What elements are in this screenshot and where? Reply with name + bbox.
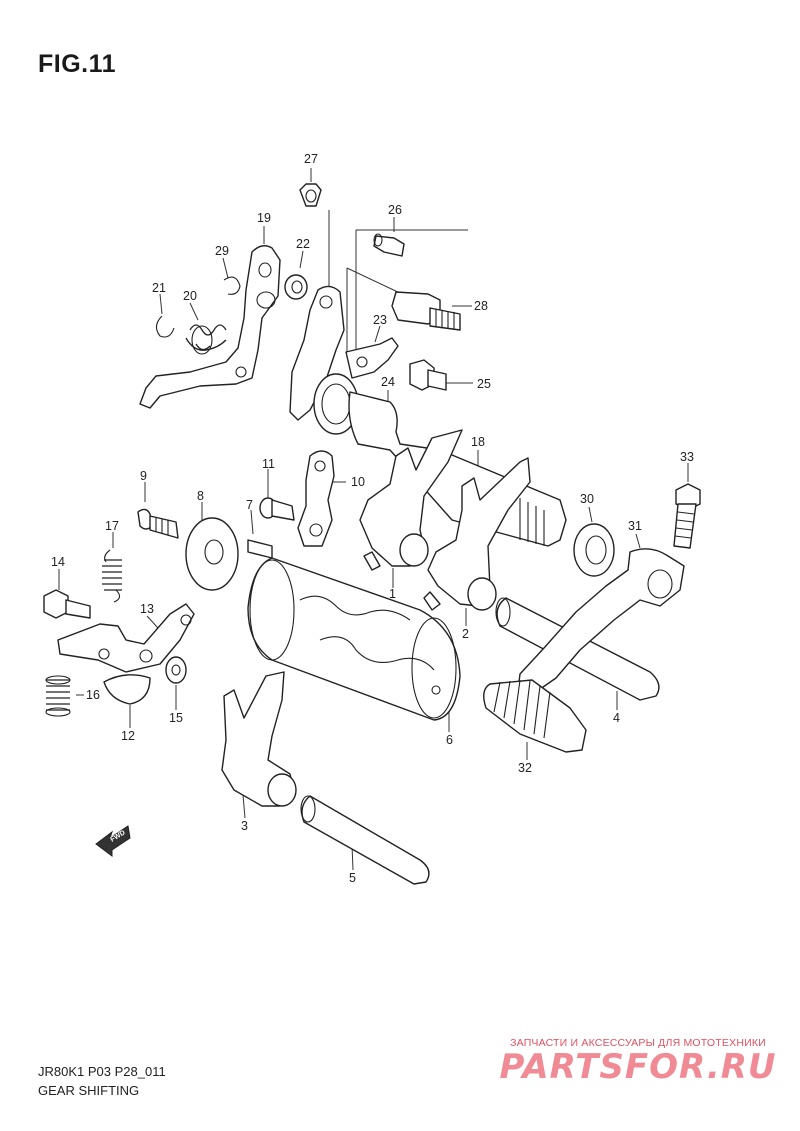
- part-33-bolt: [673, 483, 701, 549]
- part-14-bolt: [43, 589, 91, 619]
- part-10-plate: [297, 450, 335, 547]
- part-26-pin: [373, 233, 405, 257]
- part-19-shift-arm: [139, 245, 281, 409]
- part-shift-cam-stopper: [289, 285, 359, 435]
- callout-18: 18: [471, 435, 485, 449]
- part-6-shift-drum: [247, 557, 461, 721]
- callout-16: 16: [86, 688, 100, 702]
- part-1-shift-fork: [359, 429, 463, 571]
- callout-13: 13: [140, 602, 154, 616]
- callout-4: 4: [613, 711, 620, 725]
- part-29-clip: [223, 276, 241, 295]
- part-13-gear-shift-arm: [57, 603, 195, 673]
- callout-19: 19: [257, 211, 271, 225]
- callout-29: 29: [215, 244, 229, 258]
- part-12-washer-plate: [103, 674, 151, 705]
- part-5-fork-shaft: [300, 795, 430, 885]
- part-24-shaft: [348, 391, 567, 547]
- part-15-washer: [165, 656, 187, 684]
- callout-2: 2: [462, 627, 469, 641]
- callout-11: 11: [262, 457, 275, 471]
- callout-5: 5: [349, 871, 356, 885]
- callout-33: 33: [680, 450, 694, 464]
- callout-24: 24: [381, 375, 395, 389]
- callout-25: 25: [477, 377, 491, 391]
- footer: JR80K1 P03 P28_011 GEAR SHIFTING: [38, 1062, 166, 1100]
- model-code: JR80K1 P03 P28_011: [38, 1064, 166, 1079]
- leader-lines: [58, 168, 689, 871]
- part-9-screw: [137, 508, 179, 539]
- figure-caption: GEAR SHIFTING: [38, 1083, 140, 1098]
- callout-14: 14: [51, 555, 65, 569]
- part-27-nut: [299, 183, 322, 207]
- part-31-gear-shift-lever: [517, 548, 685, 693]
- part-7-pin: [247, 539, 273, 559]
- callout-20: 20: [183, 289, 197, 303]
- callout-22: 22: [296, 237, 310, 251]
- fwd-arrow-icon: FWD: [95, 825, 131, 857]
- part-22-washer: [284, 274, 308, 300]
- part-16-spring: [45, 675, 71, 717]
- part-23-stopper-plate: [345, 337, 399, 379]
- callout-15: 15: [169, 711, 183, 725]
- callout-17: 17: [105, 519, 119, 533]
- part-2-shift-fork: [423, 457, 531, 611]
- callout-1: 1: [389, 587, 396, 601]
- part-30-oil-seal: [573, 523, 615, 577]
- part-17-spring: [102, 549, 122, 603]
- part-25-bolt: [409, 359, 447, 391]
- figure-title: FIG.11: [38, 50, 117, 78]
- part-28-bolt: [391, 291, 461, 331]
- watermark-tagline: ЗАПЧАСТИ И АКСЕССУАРЫ ДЛЯ МОТОТЕХНИКИ: [510, 1037, 766, 1049]
- part-20-spring: [185, 324, 227, 355]
- callout-27: 27: [304, 152, 318, 166]
- callout-6: 6: [446, 733, 453, 747]
- callout-7: 7: [246, 498, 253, 512]
- callout-9: 9: [140, 469, 147, 483]
- callout-numbers: 27 26 19 22 29 21 20 28 23 25 24 18 33 1…: [51, 152, 694, 885]
- callout-30: 30: [580, 492, 594, 506]
- part-3-shift-fork: [221, 671, 297, 807]
- part-11-screw: [259, 497, 295, 521]
- watermark-brand: PARTSFOR.RU: [499, 1047, 777, 1087]
- watermark: ЗАПЧАСТИ И АКСЕССУАРЫ ДЛЯ МОТОТЕХНИКИ PA…: [488, 1037, 788, 1085]
- callout-32: 32: [518, 761, 532, 775]
- callout-12: 12: [121, 729, 135, 743]
- part-8-cam-plate: [185, 517, 239, 591]
- callout-31: 31: [628, 519, 642, 533]
- part-21-circlip: [155, 315, 175, 338]
- part-32-lever-rubber: [483, 679, 587, 753]
- callout-21: 21: [152, 281, 166, 295]
- callout-3: 3: [241, 819, 248, 833]
- callout-8: 8: [197, 489, 204, 503]
- callout-28: 28: [474, 299, 488, 313]
- callout-26: 26: [388, 203, 402, 217]
- callout-10: 10: [351, 475, 365, 489]
- callout-23: 23: [373, 313, 387, 327]
